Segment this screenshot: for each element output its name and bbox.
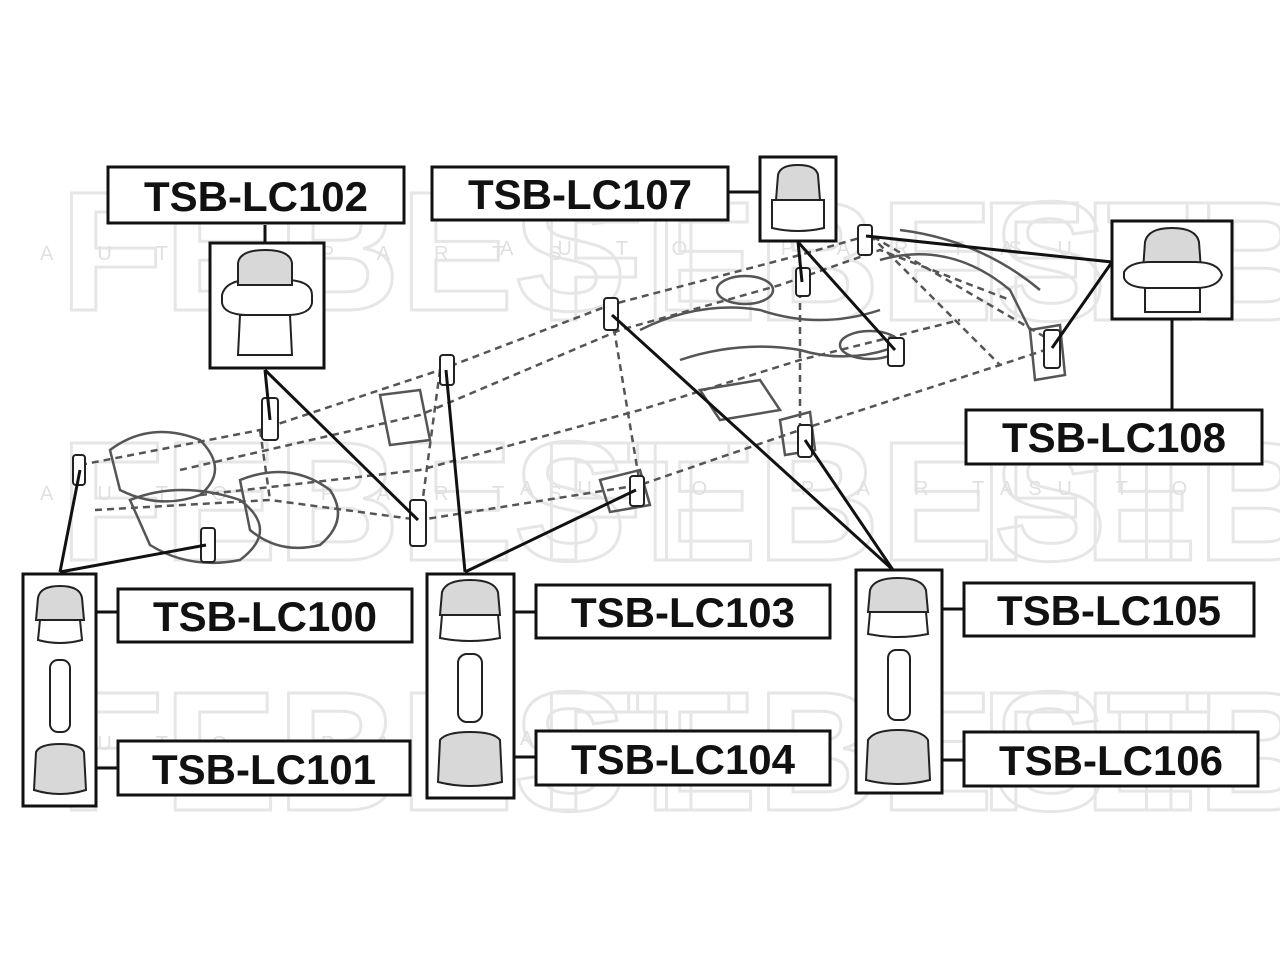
lc105-body bbox=[866, 611, 930, 638]
lc107-body bbox=[771, 199, 825, 232]
mount-bolt-7 bbox=[629, 475, 645, 507]
leader-lc108-b bbox=[1050, 261, 1114, 349]
leader-lc100-a bbox=[58, 469, 82, 573]
front-suspension-1 bbox=[108, 430, 217, 503]
label-text-tsb-lc107: TSB-LC107 bbox=[468, 171, 692, 218]
mount-bolt-4 bbox=[409, 499, 427, 547]
part-box-lc105-106 bbox=[854, 568, 944, 795]
frame-rail-inner-1 bbox=[179, 248, 1011, 472]
lc100-top bbox=[34, 584, 86, 621]
crossmember-3 bbox=[608, 304, 642, 486]
part-box-lc107 bbox=[758, 155, 838, 243]
sleeve-lc105 bbox=[887, 649, 911, 721]
label-text-tsb-lc103: TSB-LC103 bbox=[571, 589, 795, 636]
lc106-body bbox=[864, 728, 932, 785]
frame-detail-4 bbox=[879, 253, 1032, 331]
leader-lc103-a bbox=[444, 369, 467, 573]
rear-rail-top bbox=[899, 228, 1041, 291]
label-tsb-lc100: TSB-LC100 bbox=[116, 587, 414, 644]
leader-lines bbox=[58, 190, 1174, 770]
frame-detail-2 bbox=[679, 343, 901, 362]
leader-lc105-a bbox=[610, 313, 895, 572]
label-text-tsb-lc108: TSB-LC108 bbox=[1002, 414, 1226, 461]
label-tsb-lc107: TSB-LC107 bbox=[430, 165, 730, 222]
sleeve-lc100 bbox=[49, 659, 71, 733]
leader-lc102-b bbox=[263, 368, 420, 522]
label-text-tsb-lc101: TSB-LC101 bbox=[152, 746, 376, 793]
front-suspension-3 bbox=[238, 470, 340, 550]
leader-lc103-b bbox=[464, 488, 637, 574]
leader-lc108-a bbox=[865, 234, 1113, 264]
label-tsb-lc104: TSB-LC104 bbox=[534, 729, 832, 787]
sleeve-lc103 bbox=[457, 653, 483, 723]
watermark-sub-5: AUTO PARTS bbox=[520, 478, 1086, 500]
label-tsb-lc105: TSB-LC105 bbox=[962, 581, 1256, 638]
label-text-tsb-lc104: TSB-LC104 bbox=[571, 736, 796, 783]
label-tsb-lc103: TSB-LC103 bbox=[534, 583, 832, 640]
lc104-body bbox=[436, 730, 504, 787]
frame-hole-1 bbox=[715, 274, 775, 306]
bracket-3 bbox=[778, 410, 817, 457]
mount-bolt-6 bbox=[603, 297, 619, 331]
part-box-lc102 bbox=[208, 241, 326, 370]
lc103-top bbox=[438, 578, 502, 616]
label-tsb-lc102: TSB-LC102 bbox=[106, 165, 406, 225]
lc102-body bbox=[236, 314, 294, 356]
front-suspension-2 bbox=[128, 488, 262, 565]
watermark-sub-4: AUTO PARTS bbox=[40, 483, 606, 505]
lc108-body bbox=[1144, 287, 1201, 313]
frame-detail-3 bbox=[697, 378, 783, 422]
label-tsb-lc106: TSB-LC106 bbox=[962, 730, 1260, 788]
leader-lc102-a bbox=[263, 369, 272, 421]
label-tsb-lc108: TSB-LC108 bbox=[964, 408, 1264, 466]
lc107-top bbox=[774, 163, 822, 201]
part-box-lc103-104 bbox=[425, 572, 516, 800]
frame-detail-1 bbox=[639, 306, 881, 332]
frame-rail-inner-2 bbox=[199, 318, 961, 497]
leader-lc100-b bbox=[59, 543, 207, 574]
mount-bolt-8 bbox=[795, 267, 811, 297]
label-text-tsb-lc100: TSB-LC100 bbox=[153, 593, 377, 640]
watermark-sub-6: AUTO PARTS bbox=[1000, 478, 1280, 500]
lc108-flange bbox=[1123, 261, 1224, 289]
label-tsb-lc101: TSB-LC101 bbox=[116, 739, 412, 797]
lc102-top bbox=[237, 248, 293, 286]
label-text-tsb-lc102: TSB-LC102 bbox=[144, 173, 368, 220]
lc101-body bbox=[32, 742, 88, 795]
bracket-4 bbox=[1028, 323, 1067, 382]
crossmember-2 bbox=[418, 369, 442, 521]
label-text-tsb-lc105: TSB-LC105 bbox=[997, 587, 1221, 634]
chassis-frame bbox=[79, 228, 1067, 565]
lc108-top bbox=[1141, 226, 1203, 271]
leader-lc107-a bbox=[796, 241, 804, 283]
part-box-lc108 bbox=[1110, 219, 1234, 321]
leader-lc105-b bbox=[803, 439, 895, 571]
mount-bolt-12 bbox=[1043, 329, 1061, 369]
lc100-body bbox=[36, 619, 84, 644]
leader-lc107-b bbox=[796, 240, 897, 352]
bracket-2 bbox=[598, 468, 652, 514]
mount-bolt-11 bbox=[887, 337, 905, 367]
label-text-tsb-lc106: TSB-LC106 bbox=[999, 737, 1223, 784]
part-box-lc100-101 bbox=[21, 572, 98, 808]
bracket-1 bbox=[378, 388, 432, 447]
lc103-body bbox=[438, 614, 502, 642]
mount-bolt-10 bbox=[857, 224, 873, 256]
lc105-top bbox=[866, 576, 930, 613]
